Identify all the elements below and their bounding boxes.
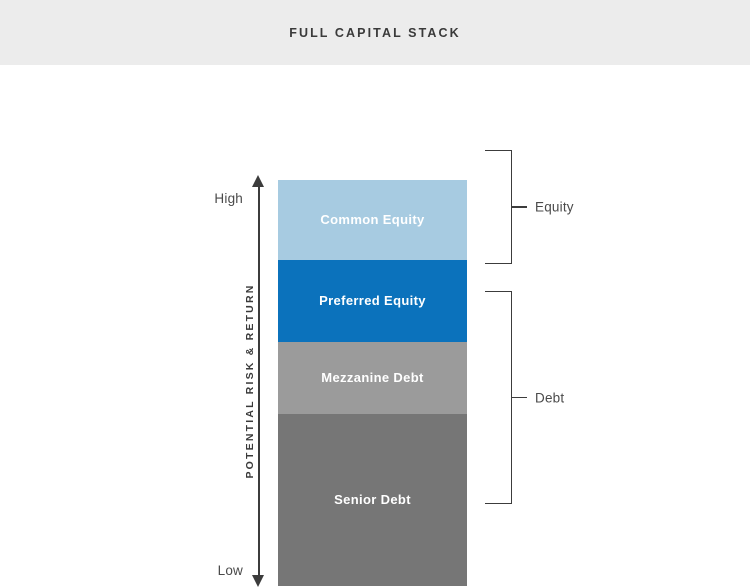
header-band: FULL CAPITAL STACK xyxy=(0,0,750,65)
stack-segment-label: Mezzanine Debt xyxy=(321,370,424,386)
axis-label-high: High xyxy=(214,191,243,206)
bracket-debt: Debt xyxy=(485,291,564,504)
axis-label-low: Low xyxy=(217,563,243,578)
bracket-arm-top xyxy=(485,291,512,293)
axis-arrow-up-icon xyxy=(252,175,264,187)
stack-segment-preferred-equity[interactable]: Preferred Equity xyxy=(278,260,467,342)
stack-segment-common-equity[interactable]: Common Equity xyxy=(278,180,467,260)
bracket-label-equity: Equity xyxy=(535,199,574,215)
axis-title: POTENTIAL RISK & RETURN xyxy=(244,283,256,479)
bracket-tick xyxy=(512,206,527,208)
chart-area: High Low POTENTIAL RISK & RETURN Common … xyxy=(0,65,750,587)
stack-segment-label: Senior Debt xyxy=(334,492,411,508)
bracket-tick xyxy=(512,396,527,399)
bracket-spine: Debt xyxy=(510,291,564,504)
bracket-arm-top xyxy=(485,150,512,152)
stack-segment-mezzanine-debt[interactable]: Mezzanine Debt xyxy=(278,342,467,414)
bracket-arm-bottom xyxy=(485,502,512,504)
stack-segment-label: Common Equity xyxy=(320,212,425,228)
bracket-arm-bottom xyxy=(485,262,512,264)
bracket-spine: Equity xyxy=(510,150,574,264)
bracket-equity: Equity xyxy=(485,150,574,264)
axis-line xyxy=(258,184,260,581)
bracket-label-debt: Debt xyxy=(535,390,565,405)
stack-segment-label: Preferred Equity xyxy=(319,293,426,309)
axis-arrow-down-icon xyxy=(252,575,264,587)
capital-stack-bar: Common Equity Preferred Equity Mezzanine… xyxy=(278,180,467,586)
page-title: FULL CAPITAL STACK xyxy=(289,25,461,40)
stack-segment-senior-debt[interactable]: Senior Debt xyxy=(278,414,467,586)
